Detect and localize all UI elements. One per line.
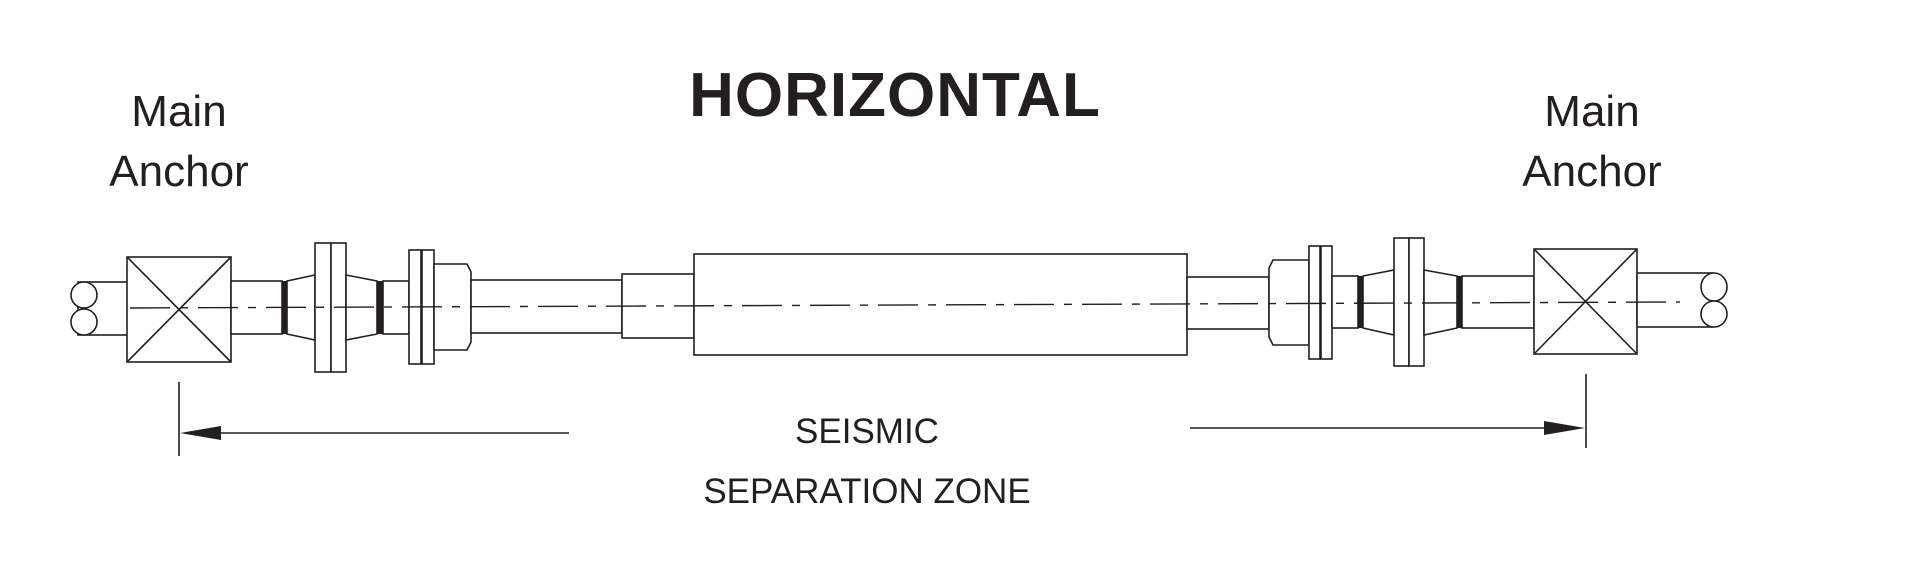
right-main-anchor-box [1533,248,1638,355]
right-coupling-assembly [1186,237,1535,367]
zone-label-line1: SEISMIC [795,412,939,451]
left-main-anchor-box [126,256,232,363]
left-anchor-label: Main Anchor [109,82,248,202]
left-anchor-label-line1: Main [131,87,227,136]
right-anchor-label: Main Anchor [1522,82,1661,202]
zone-label-line2: SEPARATION ZONE [703,472,1031,511]
right-pipe-end [1636,272,1728,328]
centerline [129,301,1681,309]
right-anchor-label-line2: Anchor [1522,147,1662,196]
left-coupling-assembly [230,242,695,373]
right-anchor-label-line1: Main [1544,87,1640,136]
right-dimension-arrow [1190,374,1587,448]
diagram-title: HORIZONTAL [689,61,1101,130]
left-anchor-label-line2: Anchor [109,147,249,196]
left-pipe-end [70,281,129,336]
left-dimension-arrow [178,382,569,456]
